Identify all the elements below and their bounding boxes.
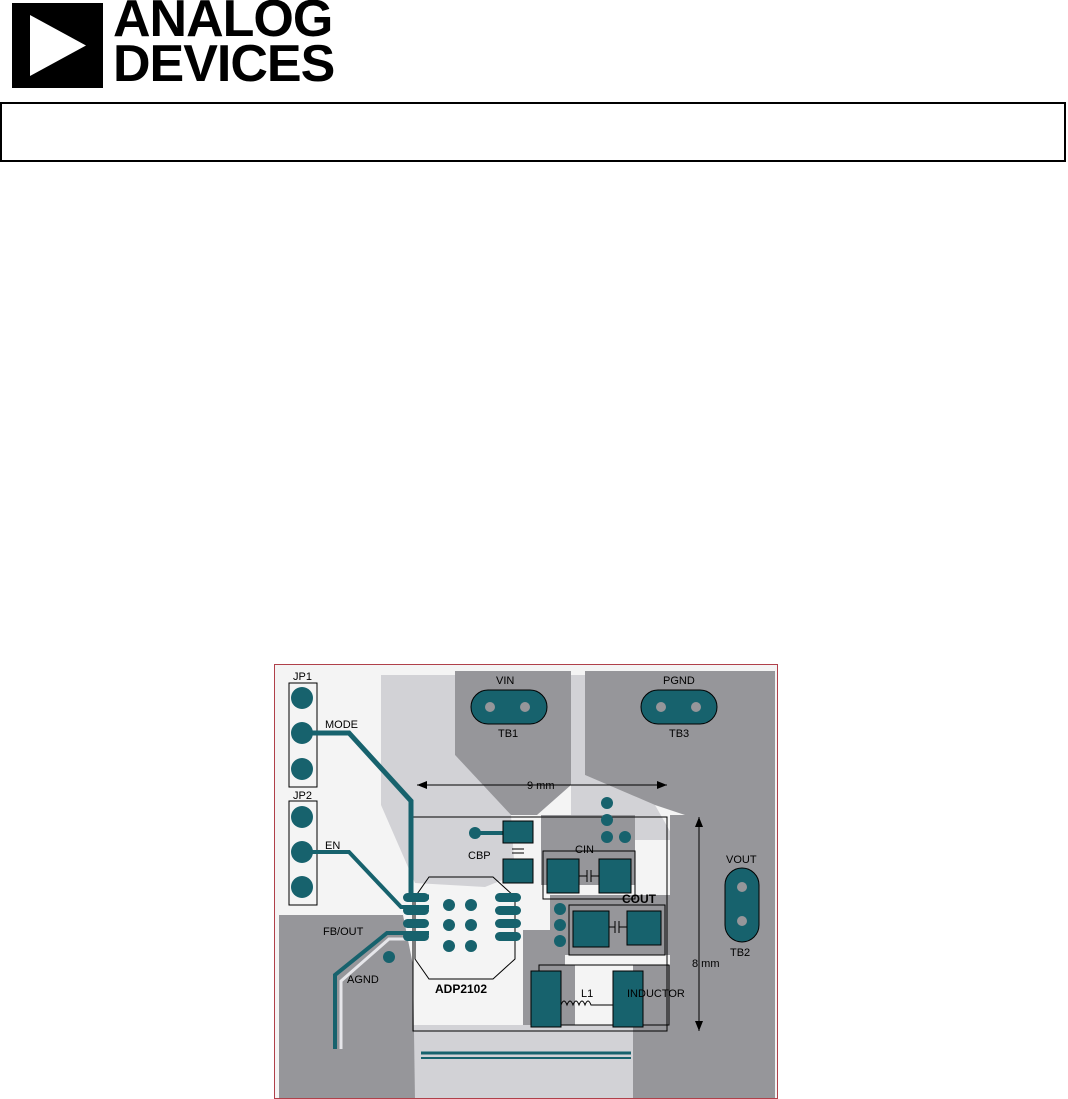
triangle-logo-icon <box>12 3 103 88</box>
label-vout: VOUT <box>726 854 757 866</box>
light-bottom-strip <box>410 1025 640 1098</box>
pcb-layout-figure: JP1 MODE JP2 EN FB/OUT AGND VIN TB1 PGND… <box>274 664 778 1099</box>
tb3-terminal <box>640 689 718 725</box>
label-jp1: JP1 <box>293 671 312 683</box>
cbp-pad-top <box>502 820 534 844</box>
label-agnd: AGND <box>347 974 379 986</box>
via <box>601 831 613 843</box>
via <box>601 797 613 809</box>
label-tb2: TB2 <box>730 947 750 959</box>
label-cbp: CBP <box>468 850 491 862</box>
tb2-hole-1 <box>737 882 747 892</box>
label-tb1: TB1 <box>498 728 518 740</box>
label-pgnd: PGND <box>663 675 695 687</box>
tb1-hole-1 <box>485 702 495 712</box>
label-l1: L1 <box>581 988 593 1000</box>
ic-thermal-via <box>465 899 477 911</box>
tb2-terminal <box>724 867 760 943</box>
label-cin: CIN <box>575 844 594 856</box>
via <box>383 951 395 963</box>
l1-pad-right <box>612 970 644 1028</box>
dim-arrow-left <box>417 781 427 789</box>
jp1-pin-1 <box>291 687 313 709</box>
cin-pad-right <box>598 858 632 894</box>
label-width-dim: 9 mm <box>527 780 555 792</box>
label-inductor: INDUCTOR <box>627 988 685 1000</box>
cin-pad-left <box>546 858 580 894</box>
ic-pad-left-2 <box>403 906 429 915</box>
label-tb3: TB3 <box>669 728 689 740</box>
l1-coil-symbol <box>560 1000 613 1007</box>
jp2-pin-1 <box>291 806 313 828</box>
pcb-layout-drawing: JP1 MODE JP2 EN FB/OUT AGND VIN TB1 PGND… <box>279 671 775 1098</box>
via <box>554 919 566 931</box>
jp1-pin-3 <box>291 758 313 780</box>
via <box>619 831 631 843</box>
label-fb-out: FB/OUT <box>323 926 364 938</box>
cout-pad-left <box>572 910 610 948</box>
via <box>469 827 481 839</box>
analog-devices-logo-icon <box>12 3 103 88</box>
label-jp2: JP2 <box>293 790 312 802</box>
via <box>554 903 566 915</box>
tb1-terminal <box>470 689 548 725</box>
brand-line-1: ANALOG <box>113 0 333 48</box>
brand-line-2: DEVICES <box>113 35 335 93</box>
brand-wordmark: ANALOG DEVICES <box>113 0 335 93</box>
label-height-dim: 8 mm <box>692 958 720 970</box>
label-chip: ADP2102 <box>435 982 487 996</box>
label-cout: COUT <box>622 892 657 906</box>
copper-pgnd <box>585 671 775 815</box>
ic-thermal-via <box>465 940 477 952</box>
label-mode: MODE <box>325 719 358 731</box>
dim-arrow-top <box>695 817 703 827</box>
document-title-box <box>0 102 1066 162</box>
ic-thermal-via <box>443 940 455 952</box>
label-en: EN <box>325 840 340 852</box>
ic-thermal-via <box>443 919 455 931</box>
label-vin: VIN <box>496 675 514 687</box>
via <box>554 935 566 947</box>
tb2-hole-2 <box>737 916 747 926</box>
dim-arrow-bottom <box>695 1021 703 1031</box>
ic-outline <box>414 876 516 980</box>
tb1-hole-2 <box>520 702 530 712</box>
ic-pad-left-4 <box>403 932 429 941</box>
tb3-hole-2 <box>691 702 701 712</box>
dim-arrow-right <box>657 781 667 789</box>
ic-pad-right-4 <box>495 932 521 941</box>
jp2-pin-2 <box>291 841 313 863</box>
l1-pad-left <box>530 970 562 1028</box>
ic-thermal-via <box>443 899 455 911</box>
tb3-hole-1 <box>656 702 666 712</box>
ic-thermal-via <box>465 919 477 931</box>
via <box>601 814 613 826</box>
cbp-pad-bottom <box>502 858 534 884</box>
ic-pad-right-3 <box>495 919 521 928</box>
ic-pad-right-2 <box>495 906 521 915</box>
cout-pad-right <box>626 910 662 946</box>
ic-pad-left-3 <box>403 919 429 928</box>
ic-pad-left-1 <box>403 893 429 902</box>
jp1-pin-2 <box>291 722 313 744</box>
cout-outline <box>568 904 666 956</box>
copper-agnd <box>279 915 415 1098</box>
ic-pad-right-1 <box>495 893 521 902</box>
jp2-pin-3 <box>291 876 313 898</box>
light-region-mid <box>571 675 675 840</box>
cin-outline <box>542 850 636 900</box>
